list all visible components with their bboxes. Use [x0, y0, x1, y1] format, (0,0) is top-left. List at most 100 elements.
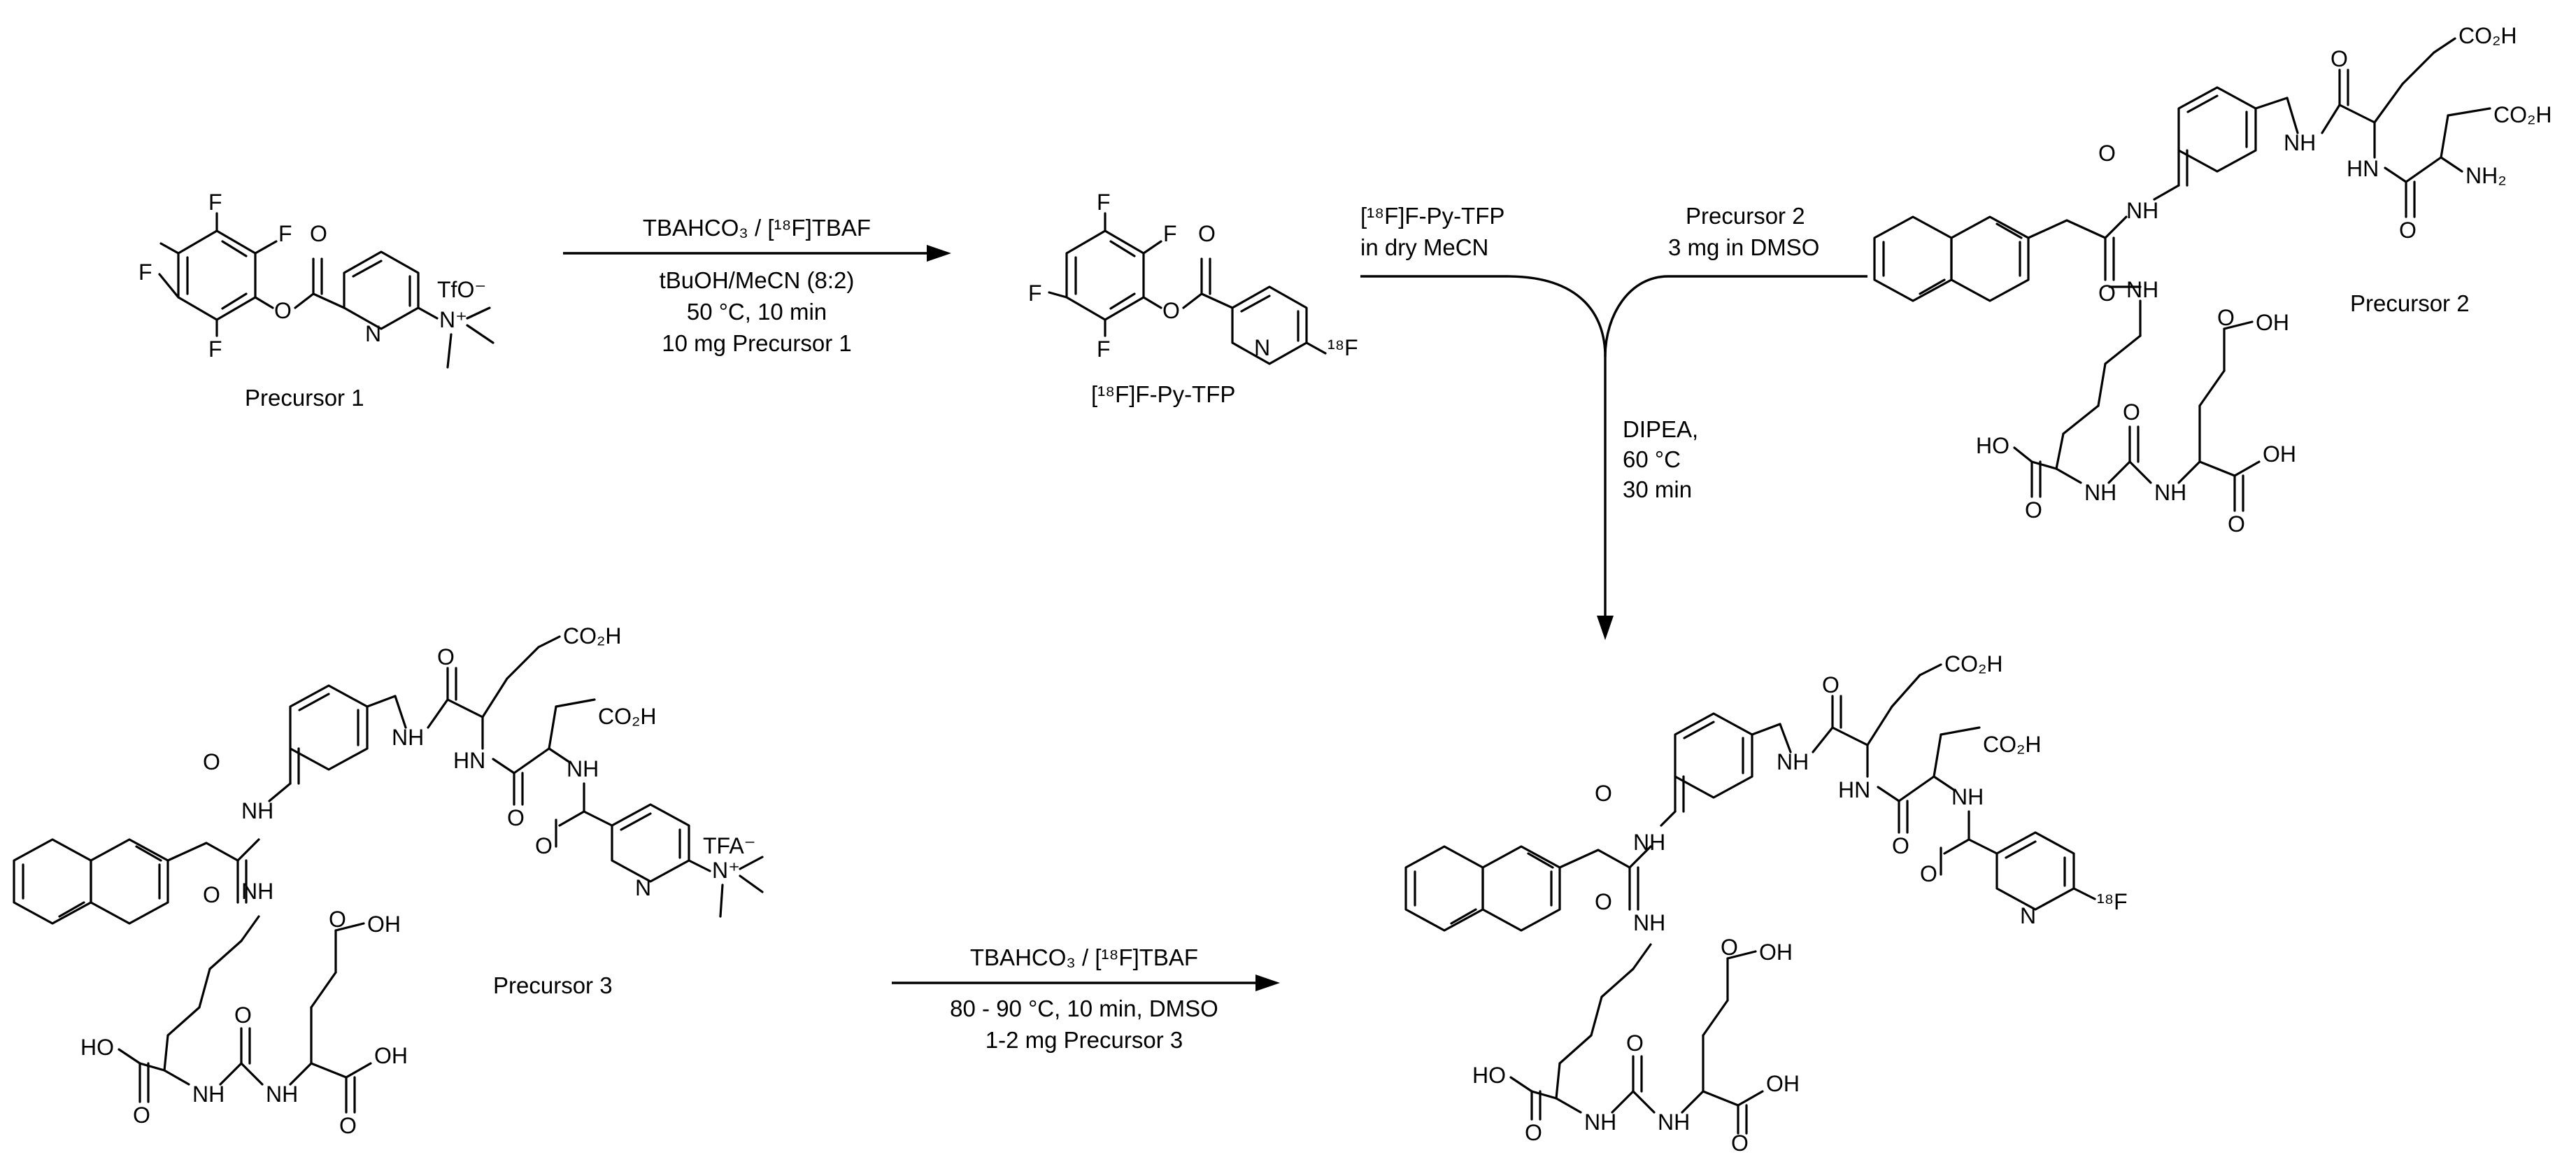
carboxylic-acid: CO₂H	[563, 623, 622, 649]
precursor2-label: Precursor 2	[2350, 290, 2470, 316]
step1-arrow	[563, 245, 951, 262]
step2-time: 30 min	[1623, 476, 1692, 502]
oxygen-atom: O	[1892, 833, 1909, 858]
step2-right-amount: 3 mg in DMSO	[1668, 234, 1819, 260]
precursor3-structure: O NH NH O NH O CO₂H HN O CO₂H NH	[13, 623, 764, 1138]
hydroxyl-group: OH	[1766, 1071, 1800, 1096]
oxygen-atom: O	[507, 805, 525, 830]
hydroxyl-group: OH	[2256, 310, 2289, 335]
step2-left-solvent: in dry MeCN	[1360, 234, 1488, 260]
oxygen-atom: O	[203, 882, 220, 907]
oxygen-atom: O	[1822, 672, 1840, 697]
fluorine-atom: F	[1097, 190, 1111, 215]
oxygen-atom: O	[2399, 218, 2417, 243]
amide-nh: NH	[1633, 910, 1665, 935]
product-structure: O NH NH O NH O CO₂H HN O CO₂H NH	[1404, 651, 2128, 1155]
nitrogen-atom: N	[1254, 335, 1270, 360]
amide-nh: NH	[2126, 277, 2158, 302]
urea-nh: NH	[192, 1082, 225, 1107]
amino-group: NH₂	[2465, 163, 2507, 188]
oxygen-atom: O	[2025, 497, 2042, 523]
hydroxyl-group: OH	[374, 1043, 408, 1068]
hydroxyl-group: HO	[1472, 1063, 1506, 1088]
counterion-tfa: TFA⁻	[703, 833, 756, 858]
amide-nh: NH	[241, 798, 273, 823]
oxygen-atom: O	[1162, 298, 1180, 323]
step1-reagents: TBAHCO₃ / [¹⁸F]TBAF	[643, 215, 871, 241]
urea-nh: NH	[1584, 1110, 1616, 1135]
fluorine-atom: F	[1028, 281, 1042, 306]
urea-nh: NH	[1658, 1110, 1690, 1135]
oxygen-atom: O	[1920, 861, 1937, 886]
oxygen-atom: O	[339, 1113, 357, 1138]
fluorine-atom: F	[278, 221, 292, 246]
hydroxyl-group: HO	[80, 1035, 114, 1060]
oxygen-atom: O	[1731, 1131, 1749, 1155]
oxygen-atom: O	[133, 1103, 150, 1128]
step1-temperature: 50 °C, 10 min	[687, 299, 827, 325]
oxygen-atom: O	[310, 221, 327, 246]
amide-hn: HN	[453, 748, 485, 773]
urea-nh: NH	[2154, 480, 2186, 505]
amide-hn: HN	[2347, 156, 2379, 181]
fluorine-18-atom: ¹⁸F	[1328, 335, 1358, 360]
fluorine-atom: F	[1163, 221, 1177, 246]
hydroxyl-group: HO	[1976, 433, 2009, 458]
step3-conditions: 80 - 90 °C, 10 min, DMSO	[950, 995, 1218, 1021]
counterion-triflate: TfO⁻	[437, 277, 486, 302]
step2-right-reagent: Precursor 2	[1686, 203, 1805, 229]
oxygen-atom: O	[2123, 399, 2140, 425]
carboxylic-acid: CO₂H	[1983, 732, 2042, 757]
hydroxyl-group: OH	[2263, 441, 2296, 467]
oxygen-atom: O	[1626, 1030, 1644, 1056]
step3-reagents: TBAHCO₃ / [¹⁸F]TBAF	[970, 944, 1198, 970]
fluorine-atom: F	[1097, 336, 1111, 362]
amide-nh: NH	[2284, 130, 2316, 155]
oxygen-atom: O	[2331, 46, 2348, 71]
step2-left-reagent: [¹⁸F]F-Py-TFP	[1360, 203, 1504, 229]
nitrogen-atom: N	[2020, 903, 2036, 928]
carboxylic-acid: CO₂H	[2458, 23, 2517, 48]
carboxylic-acid: CO₂H	[2493, 102, 2552, 127]
oxygen-atom: O	[2228, 511, 2245, 537]
oxygen-atom: O	[234, 1002, 252, 1028]
fluorine-18-atom: ¹⁸F	[2097, 889, 2128, 914]
step2-temperature: 60 °C	[1623, 446, 1681, 472]
oxygen-atom: O	[2098, 281, 2116, 306]
f-py-tfp-structure: F F F F O O N ¹⁸F	[1028, 190, 1358, 365]
oxygen-atom: O	[437, 644, 455, 669]
step3-amount: 1-2 mg Precursor 3	[985, 1027, 1183, 1053]
ammonium-nitrogen: N⁺	[439, 307, 467, 332]
oxygen-atom: O	[1198, 221, 1216, 246]
step2-converging-arrow	[1360, 275, 1867, 640]
step2-base: DIPEA,	[1623, 416, 1698, 442]
fluorine-atom: F	[208, 190, 222, 215]
oxygen-atom: O	[2098, 141, 2116, 166]
amide-hn: HN	[1838, 777, 1870, 802]
carboxylic-acid: CO₂H	[1944, 651, 2003, 676]
amide-nh: NH	[567, 756, 599, 781]
oxygen-atom: O	[1525, 1120, 1542, 1145]
ammonium-nitrogen: N⁺	[712, 858, 740, 883]
step3-arrow	[892, 975, 1280, 991]
urea-nh: NH	[266, 1082, 298, 1107]
step1-amount: 10 mg Precursor 1	[662, 330, 851, 356]
oxygen-atom: O	[1595, 889, 1612, 914]
precursor2-structure: NH O NH O NH O CO₂H HN O CO₂H NH₂	[1873, 23, 2552, 537]
oxygen-atom: O	[274, 298, 292, 323]
precursor1-structure: F F F F O O N N⁺ TfO⁻	[138, 190, 494, 369]
fluorine-atom: F	[208, 336, 222, 362]
oxygen-atom: O	[535, 833, 553, 858]
urea-nh: NH	[2084, 480, 2116, 505]
amide-nh: NH	[1951, 784, 1984, 809]
nitrogen-atom: N	[365, 321, 381, 346]
hydroxyl-group: OH	[367, 912, 401, 937]
step1-solvent: tBuOH/MeCN (8:2)	[660, 267, 855, 293]
oxygen-atom: O	[203, 749, 220, 774]
nitrogen-atom: N	[635, 875, 651, 900]
f-py-tfp-label: [¹⁸F]F-Py-TFP	[1091, 381, 1235, 407]
amide-nh: NH	[2126, 198, 2158, 223]
fluorine-atom: F	[138, 260, 152, 285]
amide-nh: NH	[1633, 830, 1665, 855]
